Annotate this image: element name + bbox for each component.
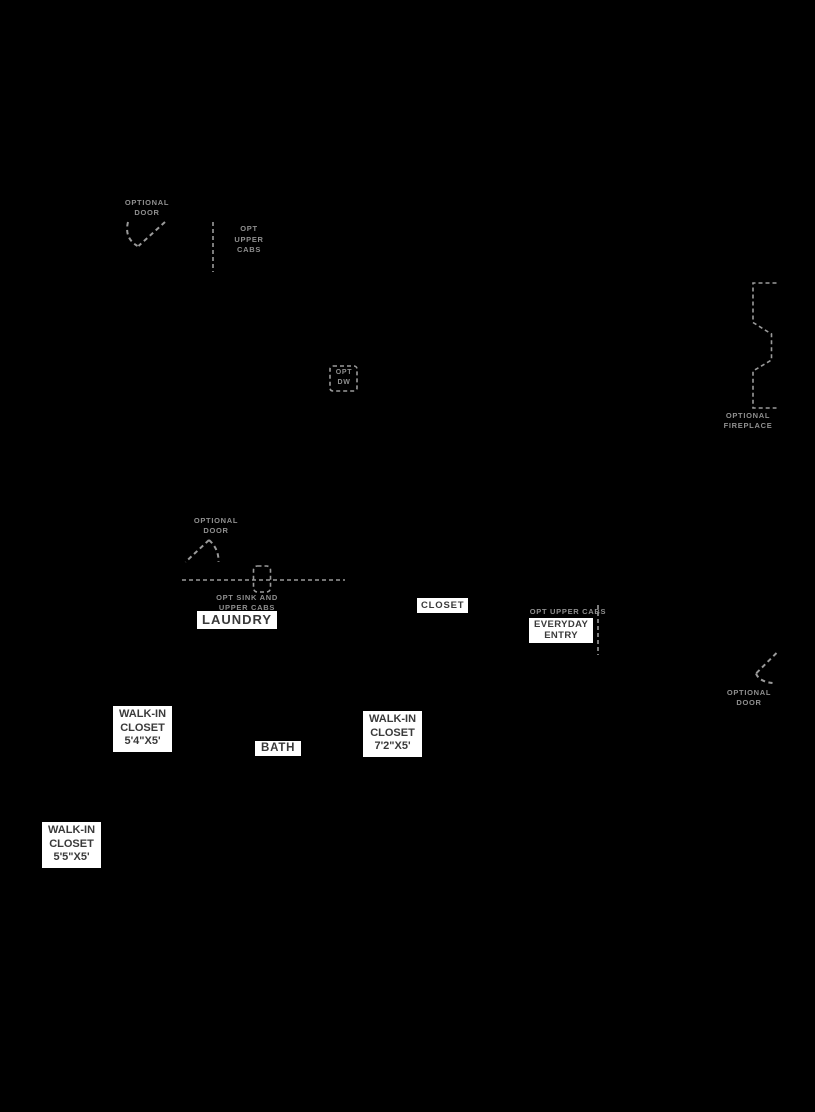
label-line: DOOR	[736, 698, 762, 707]
room-label-walk-in-closet-55: WALK-IN CLOSET 5'5"X5'	[42, 822, 102, 868]
label-line: UPPER	[234, 234, 264, 244]
door-swing-icon	[755, 652, 778, 684]
label-line: OPTIONAL	[193, 516, 239, 525]
label-line: CLOSET	[120, 721, 165, 734]
room-label-bath: BATH	[255, 741, 302, 756]
label-line: DOOR	[134, 208, 160, 217]
optional-door-label: OPTIONAL DOOR	[125, 198, 169, 218]
label-line: WALK-IN	[119, 708, 167, 720]
label-line: OPT	[240, 224, 258, 233]
room-label-walk-in-closet-54: WALK-IN CLOSET 5'4"X5'	[113, 706, 173, 752]
label-line: WALK-IN	[48, 824, 96, 836]
opt-upper-cabs-label: OPT UPPER CABS	[234, 224, 263, 256]
opt-dishwasher-label: OPT DW	[336, 368, 353, 388]
optional-door-label: OPTIONAL DOOR	[194, 516, 238, 536]
label-line: UPPER CABS	[218, 602, 276, 612]
label-line: DW	[337, 379, 351, 386]
label-line: FIREPLACE	[723, 420, 773, 430]
room-label-walk-in-closet-72: WALK-IN CLOSET 7'2"X5'	[363, 711, 423, 757]
opt-upper-cabs-label: OPT UPPER CABS	[529, 607, 607, 616]
label-line: 5'4"X5'	[124, 735, 161, 747]
room-label-laundry: LAUNDRY	[197, 611, 278, 629]
label-line: OPTIONAL	[725, 411, 771, 420]
sink-icon	[252, 565, 272, 593]
door-swing-icon	[126, 221, 166, 247]
label-line: 5'5"X5'	[53, 851, 90, 863]
label-line: EVERYDAY	[534, 619, 589, 630]
optional-fireplace-label: OPTIONAL FIREPLACE	[724, 411, 773, 430]
label-line: CLOSET	[49, 837, 94, 850]
optional-door-label: OPTIONAL DOOR	[727, 688, 771, 708]
room-label-closet: CLOSET	[417, 598, 469, 613]
label-line: OPT	[335, 369, 353, 376]
room-label-everyday-entry: EVERYDAY ENTRY	[529, 618, 594, 643]
label-line: OPTIONAL	[726, 688, 772, 697]
label-line: CABS	[236, 245, 262, 254]
fireplace-icon	[752, 282, 777, 409]
label-line: WALK-IN	[369, 713, 417, 725]
label-line: 7'2"X5'	[374, 740, 411, 752]
label-line: OPTIONAL	[124, 198, 170, 207]
label-line: DOOR	[203, 526, 229, 535]
label-line: CLOSET	[370, 726, 415, 739]
label-line: ENTRY	[544, 630, 579, 641]
door-swing-icon	[184, 539, 220, 563]
opt-sink-upper-cabs-label: OPT SINK AND UPPER CABS	[216, 593, 278, 612]
label-line: OPT SINK AND	[216, 593, 278, 602]
dishwasher-icon	[329, 365, 358, 392]
